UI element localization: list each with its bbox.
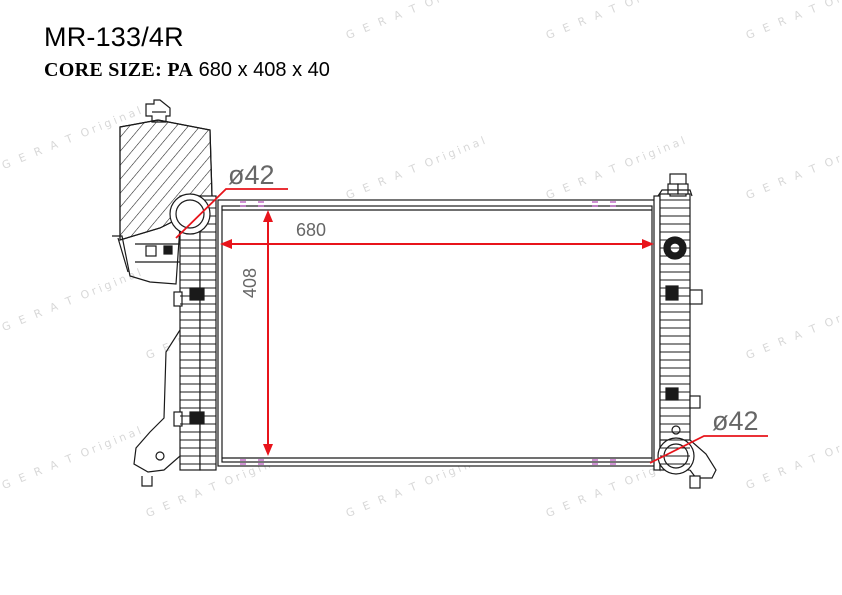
outlet-diameter-label: ø42 — [712, 406, 759, 436]
left-tank — [112, 99, 217, 487]
height-dimension-label: 408 — [240, 267, 260, 298]
inlet-pipe — [169, 193, 211, 235]
right-tank — [653, 173, 717, 489]
tab-marks — [240, 201, 616, 465]
inlet-diameter-label: ø42 — [228, 160, 275, 190]
left-tank-ribs — [180, 199, 216, 465]
radiator-core — [217, 199, 657, 467]
core-size-line: CORE SIZE: PA 680 x 408 x 40 — [44, 59, 330, 82]
outlet-leader-line — [649, 435, 768, 464]
part-number-title: MR-133/4R — [44, 22, 184, 52]
core-size-label: CORE SIZE: PA — [44, 59, 194, 81]
core-size-value: 680 x 408 x 40 — [198, 59, 330, 81]
width-dimension-label: 680 — [296, 220, 327, 240]
height-dimension-line — [263, 210, 273, 456]
width-dimension-line — [220, 239, 654, 249]
inlet-leader-line — [175, 188, 288, 239]
